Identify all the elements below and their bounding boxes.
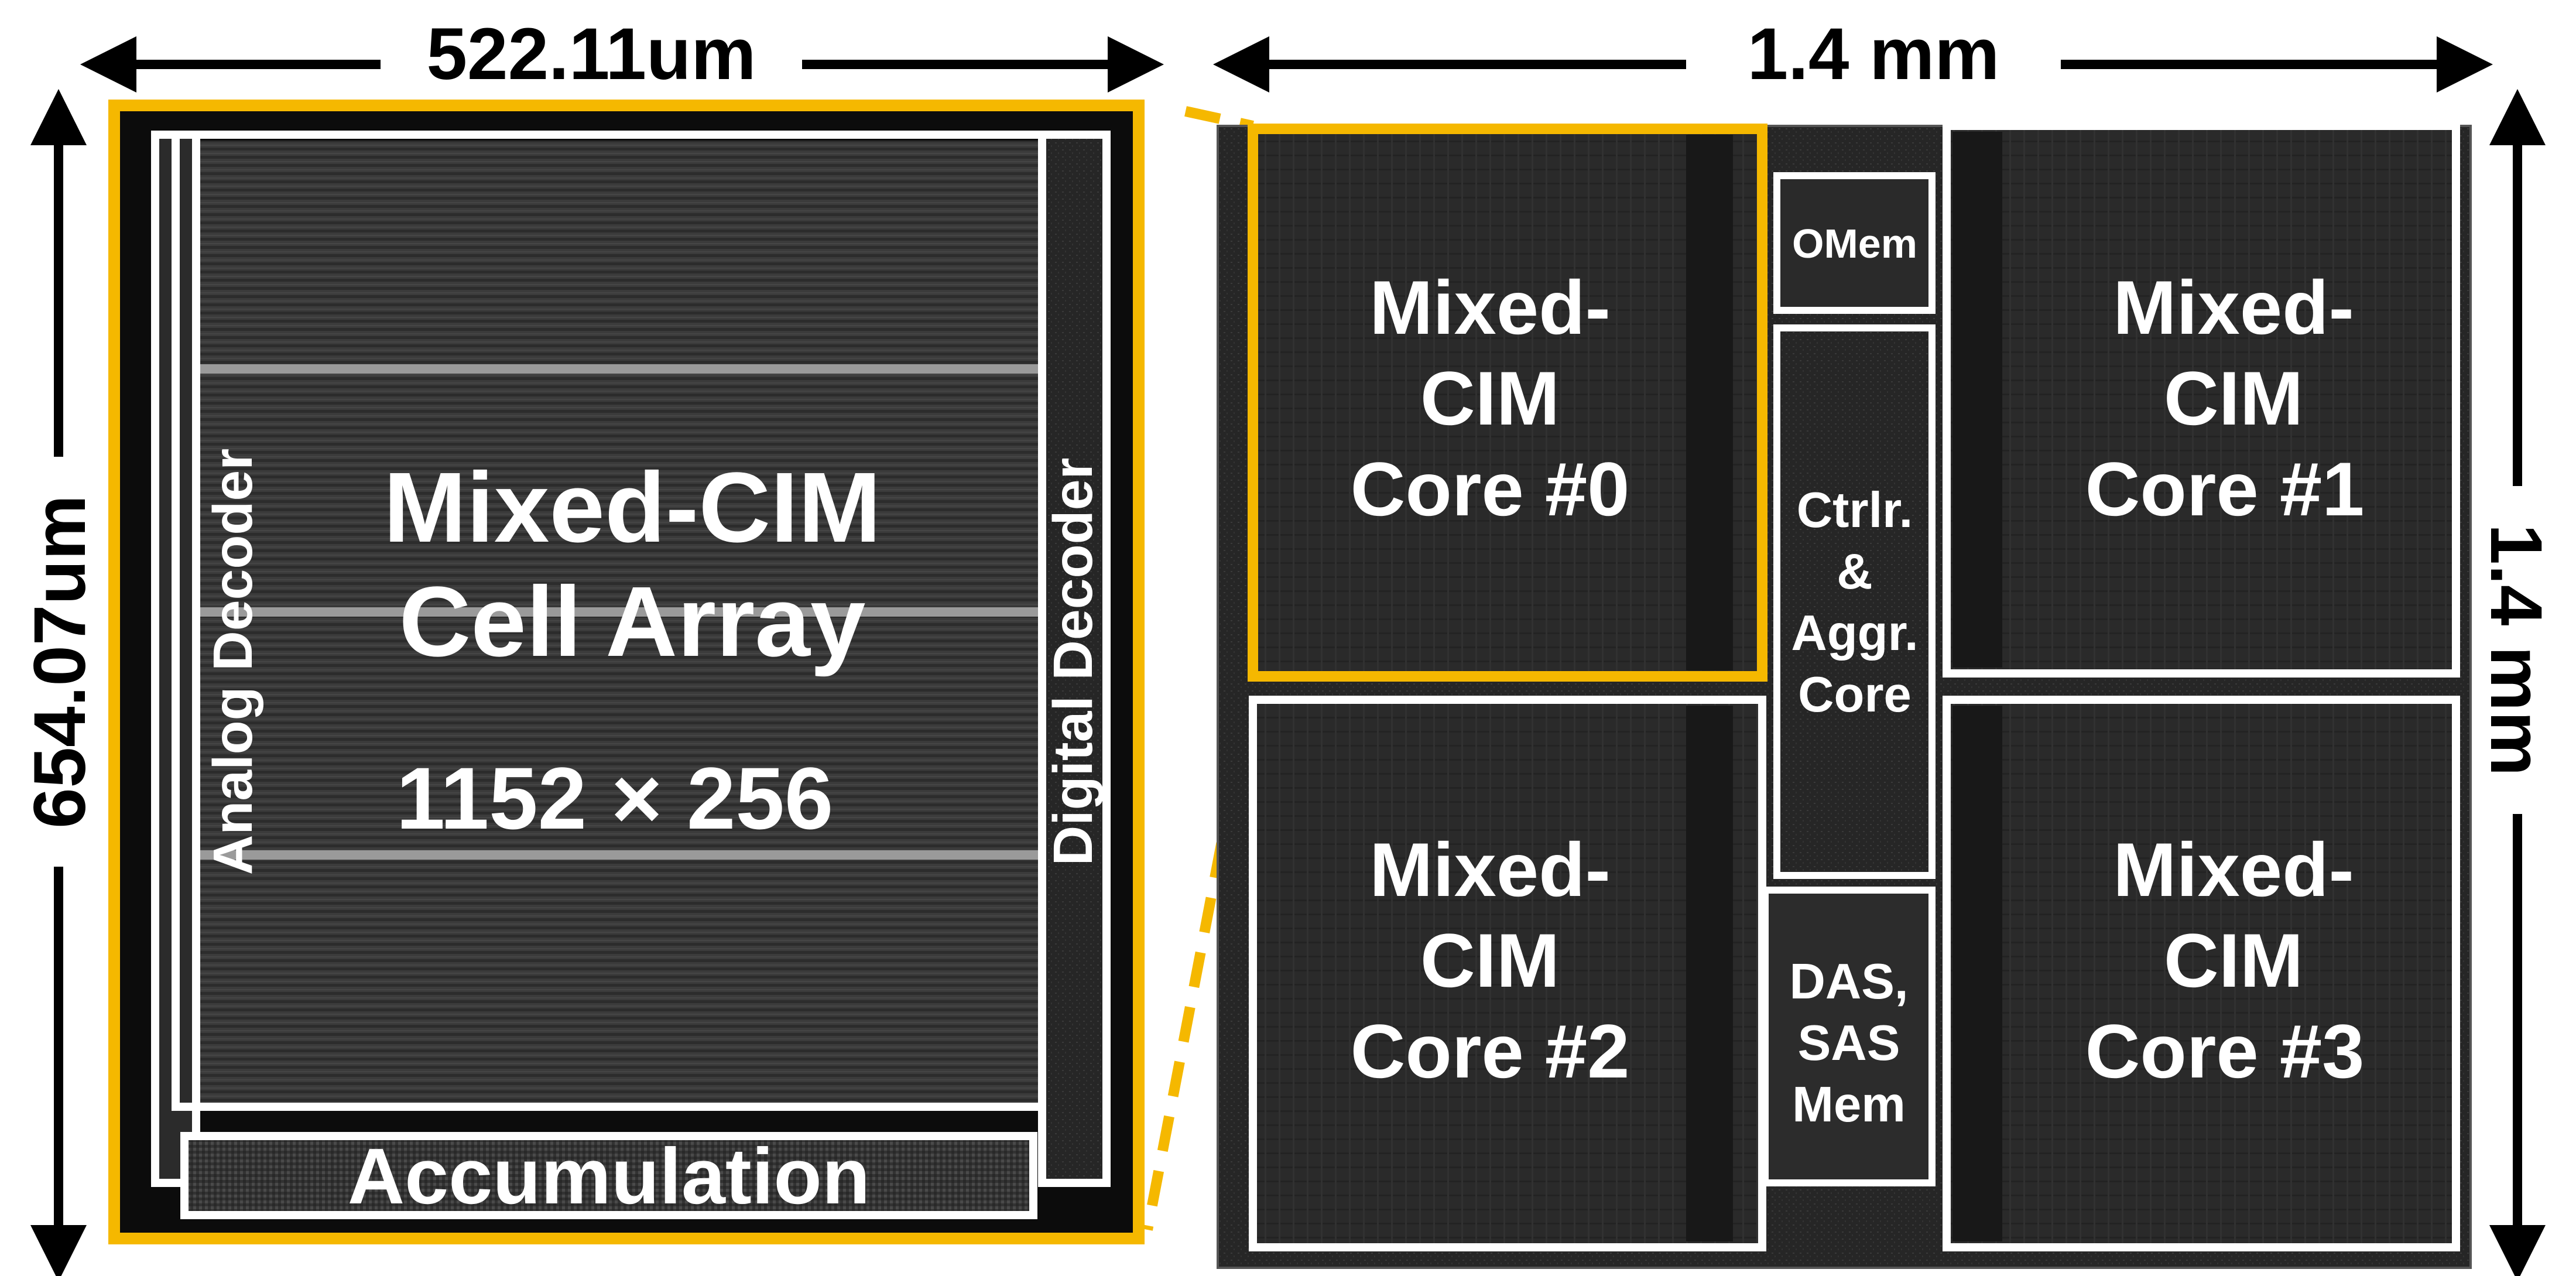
ctrl-label-line4: Core bbox=[1798, 667, 1912, 723]
core-2-label-line1: Mixed- bbox=[1369, 827, 1611, 912]
core-2-label-line3: Core #2 bbox=[1351, 1008, 1630, 1094]
height-dimension-arrow-right: 1.4 mm bbox=[2475, 89, 2558, 1276]
width-dimension-label-left: 522.11um bbox=[427, 13, 756, 95]
ctrl-label-line1: Ctrlr. bbox=[1797, 483, 1913, 538]
das-label-line3: Mem bbox=[1792, 1077, 1906, 1133]
ctrl-label-line3: Aggr. bbox=[1791, 605, 1918, 661]
core-3-label-line3: Core #3 bbox=[2085, 1008, 2365, 1094]
controller-aggregation-block: Ctrlr. & Aggr. Core bbox=[1773, 324, 1936, 879]
core-1-label-line2: CIM bbox=[2164, 355, 2303, 441]
analog-decoder-label: Analog Decoder bbox=[202, 449, 264, 875]
zoom-connector-lines bbox=[1142, 106, 1258, 1231]
core-0-label-line1: Mixed- bbox=[1369, 265, 1611, 350]
core-1-block: Mixed- CIM Core #1 bbox=[1943, 122, 2460, 678]
highlight-frame-left bbox=[108, 100, 1145, 1244]
right-panel-chip-die: 1.4 mm 1.4 mm Mixed- CIM Core #0 Mixed- … bbox=[1213, 13, 2558, 1276]
digital-decoder-label: Digital Decoder bbox=[1042, 458, 1104, 866]
accumulation-label: Accumulation bbox=[348, 1132, 871, 1220]
core-2-block: Mixed- CIM Core #2 bbox=[1249, 696, 1766, 1251]
cell-array-title-line2: Cell Array bbox=[399, 566, 866, 678]
cell-array-title-line1: Mixed-CIM bbox=[383, 452, 881, 563]
accumulation-block bbox=[180, 1132, 1037, 1219]
width-dimension-arrow-right: 1.4 mm bbox=[1213, 13, 2493, 95]
cell-array-size-label: 1152 × 256 bbox=[396, 749, 834, 847]
core-0-label-line3: Core #0 bbox=[1351, 446, 1630, 532]
height-dimension-label-right: 1.4 mm bbox=[2475, 524, 2557, 776]
width-dimension-label-right: 1.4 mm bbox=[1748, 13, 2000, 95]
core-1-label-line3: Core #1 bbox=[2085, 446, 2365, 532]
core-0-label-line2: CIM bbox=[1420, 355, 1560, 441]
core-3-label-line1: Mixed- bbox=[2113, 827, 2354, 912]
das-label-line2: SAS bbox=[1798, 1015, 1900, 1071]
das-label-line1: DAS, bbox=[1789, 954, 1908, 1010]
das-sas-memory-block: DAS, SAS Mem bbox=[1762, 887, 1936, 1186]
core-3-label-line2: CIM bbox=[2164, 918, 2303, 1003]
width-dimension-arrow-left: 522.11um bbox=[80, 13, 1164, 95]
height-dimension-arrow-left: 654.07um bbox=[18, 89, 101, 1276]
ctrl-label-line2: & bbox=[1837, 544, 1872, 600]
left-panel-cell-array: 522.11um 654.07um Analog Decoder Digital… bbox=[18, 13, 1164, 1276]
digital-decoder-block bbox=[1038, 131, 1111, 1187]
height-dimension-label-left: 654.07um bbox=[19, 495, 101, 829]
core-2-label-line2: CIM bbox=[1420, 918, 1560, 1003]
core-1-label-line1: Mixed- bbox=[2113, 265, 2354, 350]
omem-label: OMem bbox=[1792, 221, 1917, 266]
omem-block: OMem bbox=[1773, 172, 1936, 314]
core-0-block: Mixed- CIM Core #0 bbox=[1248, 124, 1767, 682]
core-3-block: Mixed- CIM Core #3 bbox=[1943, 696, 2460, 1251]
cell-array-outline bbox=[172, 131, 1046, 1111]
